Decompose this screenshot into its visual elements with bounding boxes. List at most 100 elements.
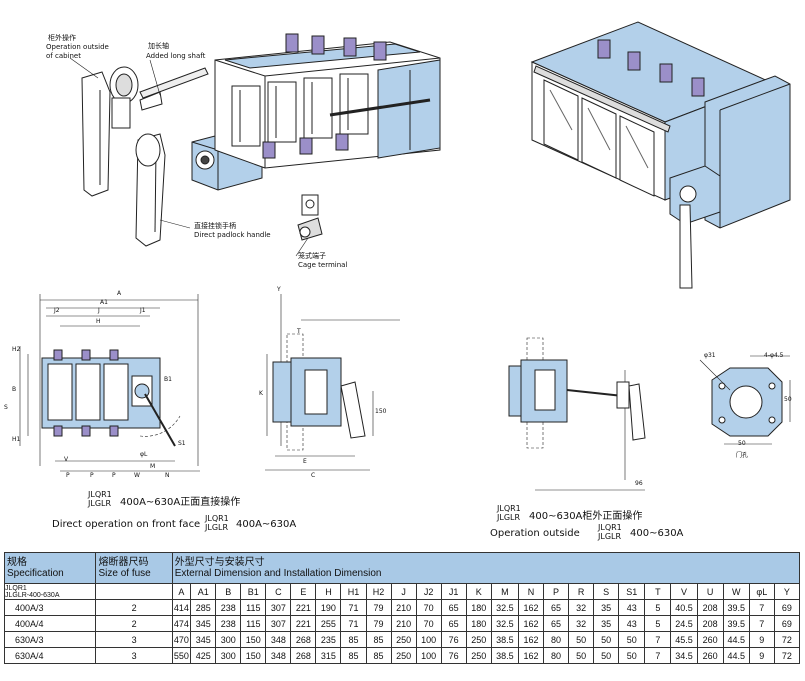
dim-50-h: 50 — [738, 440, 746, 447]
value-cell: 65 — [543, 615, 570, 632]
outside-model-b2: JLGLR — [598, 532, 622, 541]
dim-e: E — [303, 458, 307, 465]
dim-a1: A1 — [100, 299, 108, 306]
value-cell: 300 — [215, 647, 242, 664]
value-cell: 260 — [696, 647, 724, 664]
value-cell: 45.5 — [670, 631, 698, 648]
value-cell: 348 — [265, 631, 292, 648]
table-header-row: 规格 Specification 熔断器尺码 Size of fuse 外型尺寸… — [3, 552, 801, 584]
front-model-b2: JLGLR — [205, 523, 229, 532]
value-cell: 50 — [618, 631, 646, 648]
value-cell: 40.5 — [670, 599, 698, 616]
dim-j2: J2 — [54, 307, 60, 314]
value-cell: 44.5 — [722, 647, 750, 664]
dim-phil: φL — [140, 451, 148, 458]
dim-m: M — [150, 463, 156, 470]
value-cell: 85 — [340, 647, 367, 664]
value-cell: 414 — [171, 599, 192, 616]
value-cell: 76 — [440, 631, 467, 648]
outside-operation-drawing: 96 — [505, 330, 675, 505]
col-header: T — [644, 583, 672, 600]
spec-header-cn: 规格 — [7, 557, 27, 568]
value-cell: 255 — [315, 615, 342, 632]
col-header: S1 — [618, 583, 646, 600]
value-cell: 44.5 — [722, 631, 750, 648]
dimension-header-cn: 外型尺寸与安装尺寸 — [174, 557, 265, 568]
dim-s: S — [4, 404, 8, 411]
value-cell: 39.5 — [722, 615, 750, 632]
outside-en: Operation outside — [490, 528, 580, 539]
assembled-isometric-drawing — [520, 0, 805, 290]
value-cell: 43 — [618, 615, 646, 632]
value-cell: 38.5 — [490, 647, 519, 664]
value-cell: 208 — [696, 599, 724, 616]
value-cell: 425 — [190, 647, 217, 664]
value-cell: 7 — [748, 615, 775, 632]
value-cell: 65 — [440, 615, 467, 632]
value-cell: 32.5 — [490, 599, 519, 616]
cage-terminal-label-en: Cage terminal — [298, 261, 348, 269]
operation-outside-label-en: Operation outside — [46, 43, 109, 51]
value-cell: 268 — [290, 647, 317, 664]
dim-96: 96 — [635, 480, 643, 487]
dim-phi31: φ31 — [704, 352, 716, 359]
value-cell: 7 — [644, 631, 672, 648]
col-header: V — [670, 583, 698, 600]
front-model-2: JLGLR — [88, 499, 112, 508]
fuse-col-empty — [95, 583, 173, 600]
value-cell: 162 — [517, 599, 545, 616]
value-cell: 85 — [340, 631, 367, 648]
dim-k: K — [259, 390, 263, 397]
value-cell: 285 — [190, 599, 217, 616]
value-cell: 50 — [593, 647, 620, 664]
col-header: B — [215, 583, 242, 600]
col-header: A — [171, 583, 192, 600]
value-cell: 210 — [390, 615, 417, 632]
col-header: U — [696, 583, 724, 600]
front-en: Direct operation on front face — [52, 519, 201, 530]
value-cell: 79 — [365, 615, 392, 632]
value-cell: 34.5 — [670, 647, 698, 664]
spec-header-en: Specification — [7, 568, 64, 579]
value-cell: 7 — [748, 599, 775, 616]
value-cell: 250 — [465, 631, 492, 648]
value-cell: 210 — [390, 599, 417, 616]
value-cell: 162 — [517, 631, 545, 648]
value-cell: 39.5 — [722, 599, 750, 616]
outside-range: 400~630A — [630, 528, 684, 539]
exploded-assembly-svg — [69, 33, 441, 257]
outside-range-cn: 400~630A柜外正面操作 — [529, 511, 643, 522]
value-cell: 50 — [568, 631, 595, 648]
value-cell: 79 — [365, 599, 392, 616]
col-header: J2 — [415, 583, 442, 600]
value-cell: 70 — [415, 615, 442, 632]
fuse-cell: 2 — [95, 599, 173, 616]
value-cell: 162 — [517, 615, 545, 632]
side-dimension-drawing: Y T K E C 150 — [255, 286, 425, 486]
value-cell: 72 — [773, 631, 801, 648]
fuse-cell: 2 — [95, 615, 173, 632]
dim-50-v: 50 — [784, 396, 792, 403]
front-dimension-drawing: A A1 J2 J J1 H B B1 H2 H1 V P P P W N M … — [0, 286, 250, 486]
dim-p-2: P — [90, 472, 94, 479]
model-range: -400-630A — [26, 591, 60, 599]
col-header: N — [517, 583, 545, 600]
value-cell: 85 — [365, 631, 392, 648]
fuse-header-en: Size of fuse — [98, 568, 151, 579]
dim-h: H — [96, 318, 101, 325]
value-cell: 65 — [440, 599, 467, 616]
front-model-1: JLQR1 — [88, 490, 112, 499]
value-cell: 9 — [748, 631, 775, 648]
value-cell: 115 — [240, 615, 267, 632]
value-cell: 50 — [593, 631, 620, 648]
door-cutout-drawing: φ31 4-φ4.5 50 50 门孔 — [690, 350, 800, 460]
col-header: H — [315, 583, 342, 600]
dim-h2: H2 — [12, 346, 21, 353]
door-hole-label: 门孔 — [736, 452, 749, 459]
col-header: K — [465, 583, 492, 600]
value-cell: 5 — [644, 615, 672, 632]
col-header: H2 — [365, 583, 392, 600]
value-cell: 150 — [240, 631, 267, 648]
